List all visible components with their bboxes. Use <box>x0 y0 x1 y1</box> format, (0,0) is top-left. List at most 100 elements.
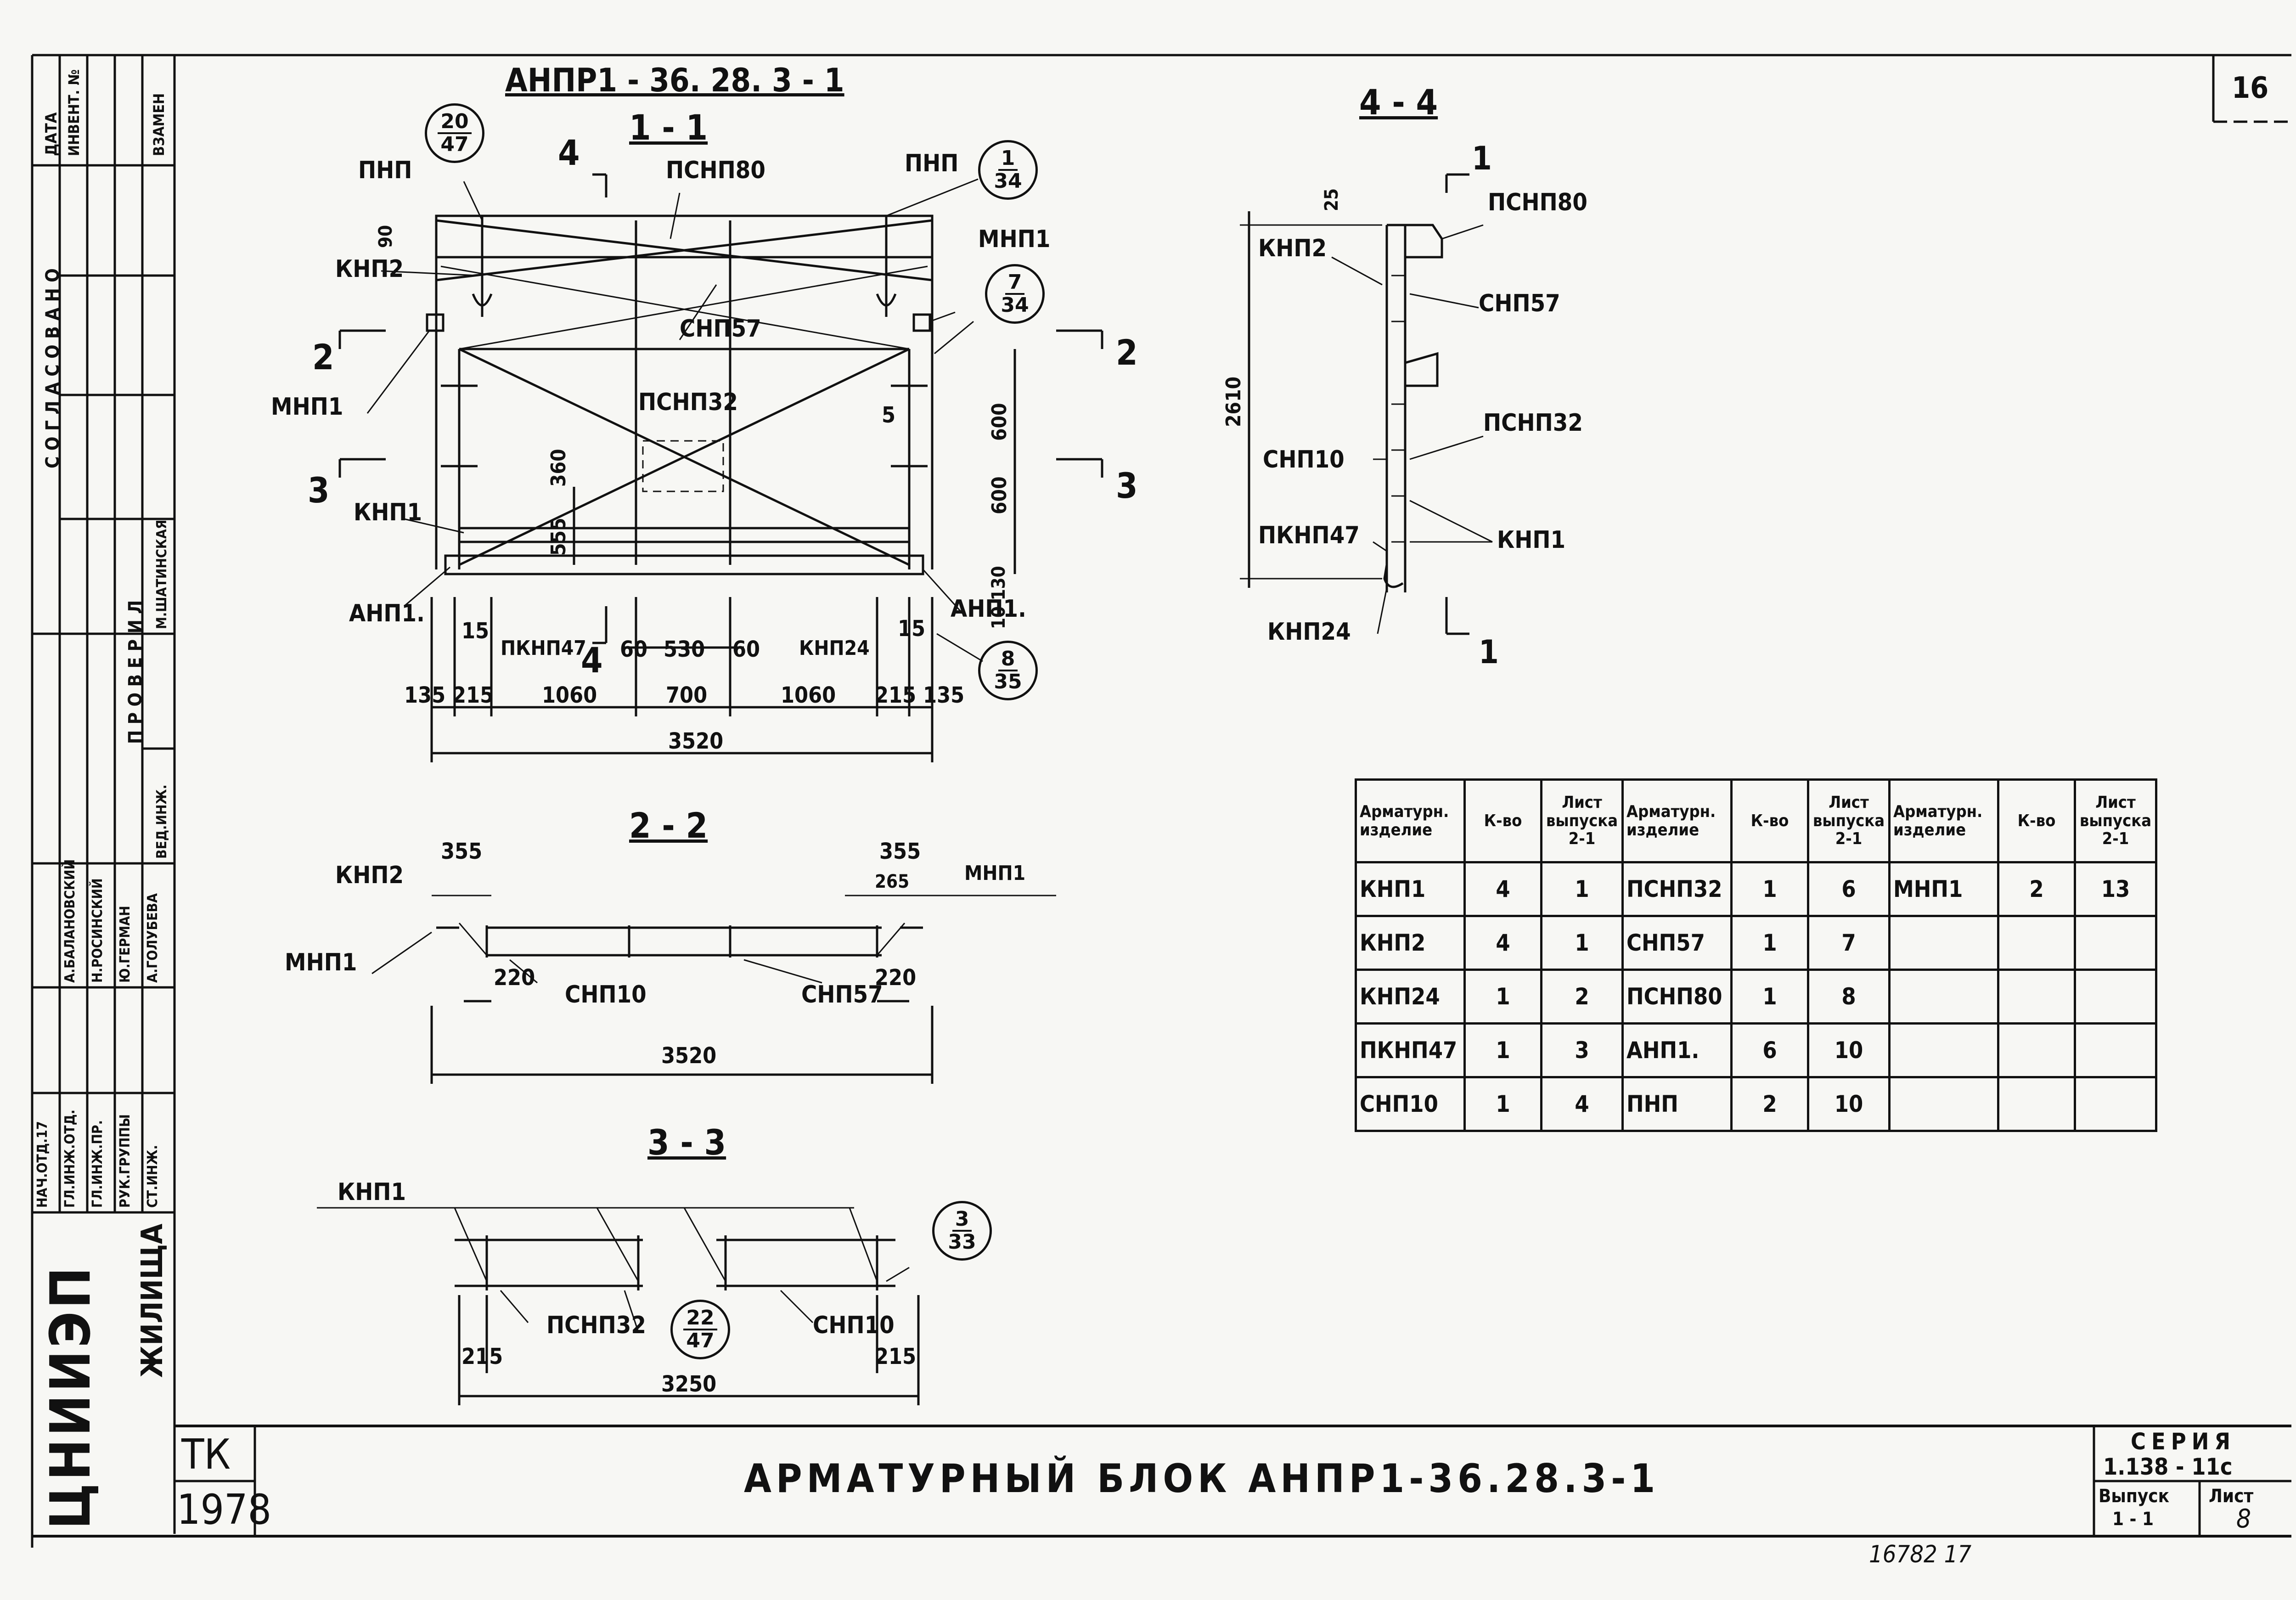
dim-700: 700 <box>666 682 708 708</box>
stamp-checked: П Р О В Е Р И Л <box>125 600 146 744</box>
dim-total: 3520 <box>661 1043 717 1069</box>
label-mnp1-left: МНП1 <box>271 393 343 421</box>
table-cell <box>1888 1076 1999 1132</box>
ref-top: 22 <box>683 1307 717 1330</box>
table-cell: 3 <box>1540 1022 1624 1078</box>
label-pknp47: ПКНП47 <box>501 637 586 660</box>
label-knp1: КНП1 <box>1497 526 1566 554</box>
column-header: Лист выпуска 2-1 <box>1540 778 1624 863</box>
column-header: Арматурн. изделие <box>1621 778 1733 863</box>
dim-220: 220 <box>494 965 535 991</box>
ref-top: 8 <box>998 648 1018 671</box>
table-cell: 4 <box>1463 861 1542 917</box>
table-row: КНП24 1 2 ПСНП80 1 8 <box>1355 969 2157 1025</box>
sheet-reference-circle: 1 34 <box>978 140 1038 200</box>
dim-5: 5 <box>882 402 896 428</box>
dim-265: 265 <box>875 871 910 892</box>
column-header: Арматурн. изделие <box>1888 778 1999 863</box>
table-cell: 1 <box>1730 861 1809 917</box>
dim-215: 215 <box>875 1344 917 1369</box>
sheet-reference-circle: 8 35 <box>978 641 1038 700</box>
sheet-ref: 16782 17 <box>1869 1541 1972 1568</box>
cut-mark-1: 1 <box>1479 633 1499 671</box>
label-snp10: СНП10 <box>813 1312 895 1339</box>
table-cell: ПСНП80 <box>1621 969 1733 1025</box>
label-knp2: КНП2 <box>335 255 404 283</box>
label-mnp1-left: МНП1 <box>285 949 357 976</box>
table-cell <box>1997 969 2076 1025</box>
table-cell: КНП2 <box>1355 915 1466 971</box>
stamp-agreed: С О Г Л А С О В А Н О <box>42 268 63 468</box>
ref-top: 20 <box>438 111 472 134</box>
ref-bottom: 47 <box>686 1329 715 1352</box>
issue-label: Выпуск <box>2099 1486 2170 1507</box>
stamp-name: Н.РОСИНСКИЙ <box>90 878 106 983</box>
table-cell <box>1997 1076 2076 1132</box>
label-psnp80: ПСНП80 <box>666 157 765 184</box>
label-snp57: СНП57 <box>680 315 761 343</box>
dim-355: 355 <box>441 839 483 864</box>
dim-60: 60 <box>732 637 760 662</box>
column-header: Лист выпуска 2-1 <box>2074 778 2157 863</box>
label-knp2: КНП2 <box>335 862 404 889</box>
dim-360: 360 <box>547 449 570 487</box>
dim-215: 215 <box>875 682 917 708</box>
table-cell <box>2074 1076 2157 1132</box>
label-snp10: СНП10 <box>565 981 647 1008</box>
table-row: СНП10 1 4 ПНП 2 10 <box>1355 1076 2157 1132</box>
table-cell: 1 <box>1463 1022 1542 1078</box>
column-header: К-во <box>1997 778 2076 863</box>
column-header: К-во <box>1463 778 1542 863</box>
ref-top: 7 <box>1005 271 1025 295</box>
stamp-role: СТ.ИНЖ. <box>145 1145 161 1208</box>
table-cell: ПНП <box>1621 1076 1733 1132</box>
table-cell: 1 <box>1730 915 1809 971</box>
table-cell <box>2074 915 2157 971</box>
dim-total: 3520 <box>668 728 724 754</box>
table-cell: 1 <box>1540 861 1624 917</box>
table-cell: 2 <box>1997 861 2076 917</box>
table-cell <box>1997 915 2076 971</box>
stamp-replace: ВЗАМЕН <box>150 93 168 156</box>
stamp-date: ДАТА <box>42 112 61 156</box>
dim-355: 355 <box>879 839 921 864</box>
table-row: ПКНП47 1 3 АНП1. 6 10 <box>1355 1022 2157 1078</box>
stamp-inventory: ИНВЕНТ. № <box>65 69 83 156</box>
sheet-reference-circle: 3 33 <box>932 1201 992 1261</box>
stamp-role: РУК.ГРУППЫ <box>117 1114 133 1208</box>
column-header: Лист выпуска 2-1 <box>1807 778 1891 863</box>
dim-90: 90 <box>375 225 396 248</box>
cut-mark-3: 3 <box>308 470 330 511</box>
series-label: СЕРИЯ <box>2131 1428 2236 1455</box>
table-cell: 4 <box>1540 1076 1624 1132</box>
label-mnp1-right: МНП1 <box>978 225 1051 253</box>
table-cell: 1 <box>1540 915 1624 971</box>
table-cell: МНП1 <box>1888 861 1999 917</box>
label-anp1-left: АНП1. <box>349 600 425 627</box>
table-cell <box>2074 969 2157 1025</box>
label-anp1-right: АНП1. <box>951 595 1026 623</box>
table-cell: 6 <box>1730 1022 1809 1078</box>
table-cell: СНП57 <box>1621 915 1733 971</box>
table-cell: 1 <box>1463 969 1542 1025</box>
label-snp10: СНП10 <box>1263 446 1345 473</box>
table-cell <box>1888 1022 1999 1078</box>
label-psnp80: ПСНП80 <box>1488 189 1587 216</box>
label-knp24: КНП24 <box>799 637 870 660</box>
dim-135: 135 <box>923 682 965 708</box>
org-suffix: ЖИЛИЩА <box>135 1223 169 1378</box>
label-mnp1-right: МНП1 <box>964 862 1026 885</box>
table-cell <box>2074 1022 2157 1078</box>
ref-top: 3 <box>952 1208 972 1232</box>
cut-mark-3: 3 <box>1116 465 1138 506</box>
cut-mark-1: 1 <box>1472 140 1492 177</box>
cut-mark-2: 2 <box>312 337 334 377</box>
dim-15: 15 <box>461 618 490 644</box>
dim-15: 15 <box>898 616 926 642</box>
ref-bottom: 35 <box>994 670 1022 693</box>
table-cell: 1 <box>1730 969 1809 1025</box>
ref-top: 1 <box>998 147 1018 171</box>
table-cell: СНП10 <box>1355 1076 1466 1132</box>
label-pnp-left: ПНП <box>358 157 412 184</box>
dim-555: 555 <box>547 518 570 556</box>
